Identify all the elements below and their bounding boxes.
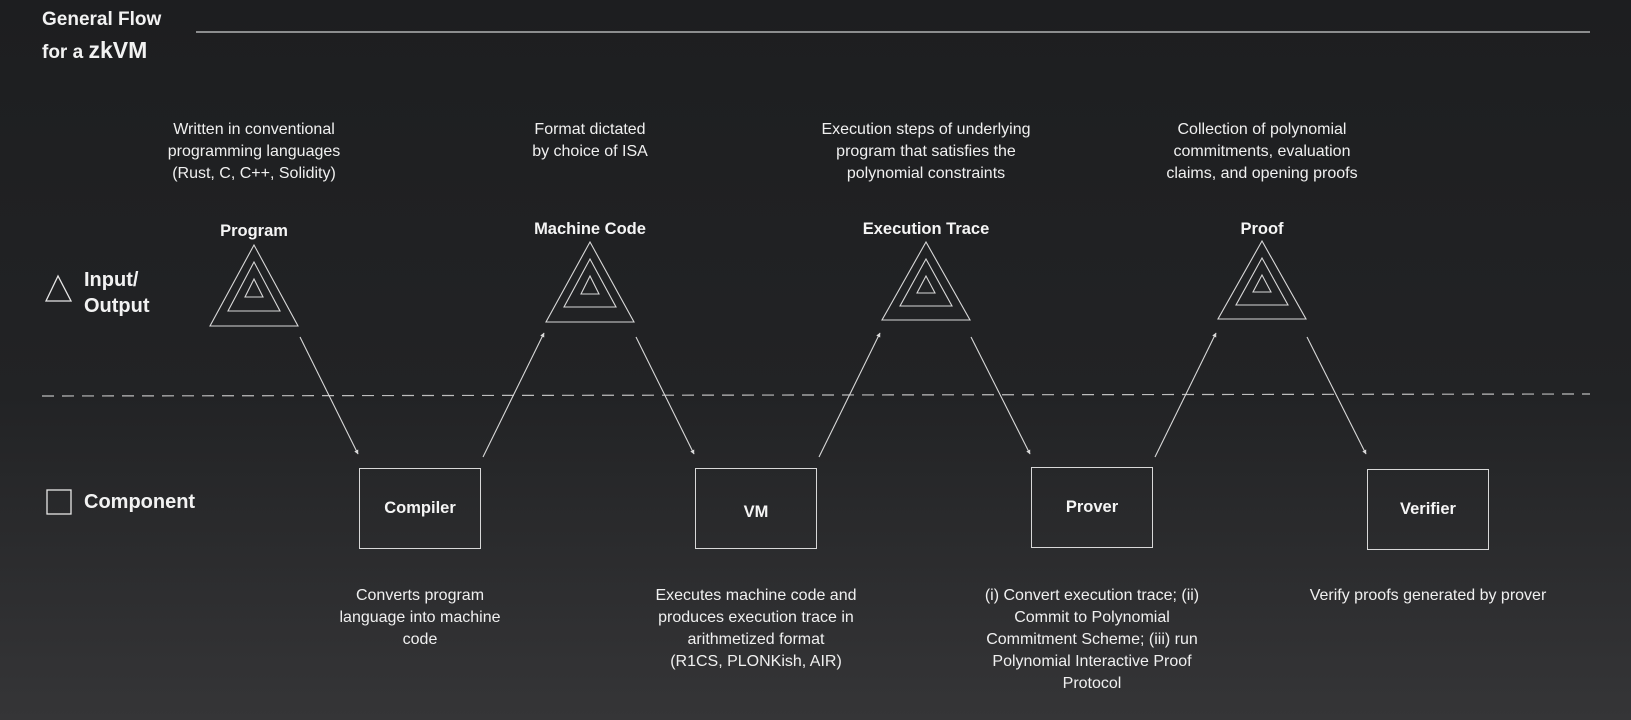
machine-code-title: Machine Code bbox=[534, 220, 646, 238]
execution-trace-description: Execution steps of underlying program th… bbox=[781, 119, 1071, 185]
arrow-proof-to-verifier bbox=[1306, 336, 1367, 455]
prover-desc-line: (i) Convert execution trace; (ii) bbox=[984, 587, 1200, 604]
vm-desc-line: arithmetized format bbox=[687, 631, 825, 648]
vm-description: Executes machine code and produces execu… bbox=[616, 585, 896, 673]
vm-desc-line: produces execution trace in bbox=[658, 609, 854, 626]
vm-desc-line: (R1CS, PLONKish, AIR) bbox=[670, 653, 842, 670]
compiler-desc-line: code bbox=[402, 631, 438, 648]
legend-io-line-2: Output bbox=[84, 295, 150, 317]
title-line-2: for a zkVM bbox=[42, 35, 161, 68]
square-legend-icon bbox=[46, 489, 72, 515]
compiler-desc-line: language into machine bbox=[339, 609, 501, 626]
legend-io-line-1: Input/ bbox=[84, 269, 139, 291]
vm-desc-line: Executes machine code and bbox=[655, 587, 857, 604]
title-line-2-emphasis: zkVM bbox=[88, 37, 148, 63]
execution-trace-title: Execution Trace bbox=[862, 220, 990, 238]
execution-trace-desc-line: Execution steps of underlying bbox=[821, 121, 1031, 138]
program-triangle-icon bbox=[209, 243, 299, 327]
arrow-vm-to-execution-trace bbox=[818, 332, 881, 458]
program-description: Written in conventional programming lang… bbox=[134, 119, 374, 185]
program-desc-line: programming languages bbox=[167, 143, 341, 160]
verifier-box: Verifier bbox=[1367, 469, 1489, 550]
arrow-compiler-to-machine-code bbox=[482, 332, 545, 458]
arrow-program-to-compiler bbox=[299, 336, 359, 455]
machine-code-triangle-icon bbox=[545, 240, 635, 323]
prover-label: Prover bbox=[1065, 498, 1119, 516]
machine-code-desc-line: by choice of ISA bbox=[532, 143, 648, 160]
layer-separator bbox=[41, 393, 1591, 397]
prover-desc-line: Commit to Polynomial bbox=[1014, 609, 1170, 626]
compiler-box: Compiler bbox=[359, 468, 481, 549]
verifier-desc-line: Verify proofs generated by prover bbox=[1309, 587, 1547, 604]
proof-triangle-icon bbox=[1217, 239, 1307, 320]
prover-desc-line: Commitment Scheme; (iii) run bbox=[986, 631, 1198, 648]
verifier-description: Verify proofs generated by prover bbox=[1278, 585, 1578, 607]
title-line-1: General Flow bbox=[42, 9, 162, 30]
arrow-execution-trace-to-prover bbox=[970, 336, 1031, 455]
execution-trace-triangle-icon bbox=[881, 240, 971, 321]
legend-io-label: Input/ Output bbox=[84, 267, 150, 319]
compiler-description: Converts program language into machine c… bbox=[310, 585, 530, 651]
verifier-label: Verifier bbox=[1400, 500, 1456, 518]
compiler-label: Compiler bbox=[384, 499, 456, 517]
proof-desc-line: claims, and opening proofs bbox=[1166, 165, 1358, 182]
prover-description: (i) Convert execution trace; (ii) Commit… bbox=[952, 585, 1232, 695]
compiler-desc-line: Converts program bbox=[355, 587, 485, 604]
proof-description: Collection of polynomial commitments, ev… bbox=[1132, 119, 1392, 185]
proof-desc-line: commitments, evaluation bbox=[1173, 143, 1351, 160]
program-desc-line: Written in conventional bbox=[173, 121, 335, 138]
program-desc-line: (Rust, C, C++, Solidity) bbox=[172, 165, 336, 182]
arrow-prover-to-proof bbox=[1154, 332, 1217, 458]
triangle-legend-icon bbox=[44, 274, 73, 302]
prover-box: Prover bbox=[1031, 467, 1153, 548]
title-line-2-prefix: for a bbox=[42, 42, 89, 63]
machine-code-desc-line: Format dictated bbox=[534, 121, 646, 138]
prover-desc-line: Polynomial Interactive Proof bbox=[992, 653, 1192, 670]
prover-desc-line: Protocol bbox=[1062, 675, 1122, 692]
execution-trace-desc-line: program that satisfies the bbox=[836, 143, 1016, 160]
diagram-title: General Flow for a zkVM bbox=[42, 4, 161, 68]
proof-desc-line: Collection of polynomial bbox=[1177, 121, 1347, 138]
arrow-machine-code-to-vm bbox=[635, 336, 695, 455]
legend-component-label: Component bbox=[84, 491, 196, 513]
vm-box: VM bbox=[695, 468, 817, 549]
execution-trace-desc-line: polynomial constraints bbox=[846, 165, 1006, 182]
machine-code-description: Format dictated by choice of ISA bbox=[470, 119, 710, 163]
program-title: Program bbox=[220, 222, 288, 240]
proof-title: Proof bbox=[1240, 220, 1284, 238]
vm-label: VM bbox=[743, 503, 769, 521]
